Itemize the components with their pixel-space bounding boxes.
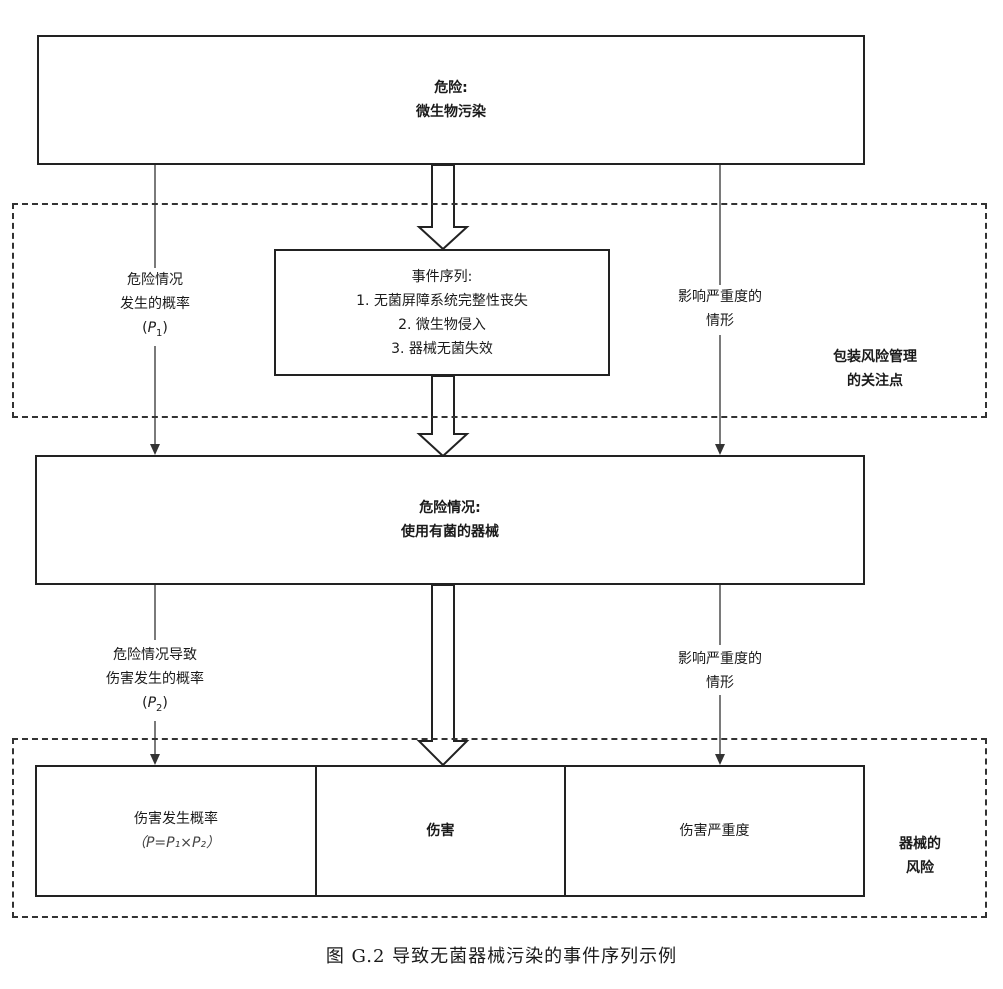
event-sequence-item-1: 1. 无菌屏障系统完整性丧失 bbox=[356, 292, 528, 309]
harm-probability-formula: （P=P₁×P₂） bbox=[131, 835, 220, 851]
hollow-arrow-3 bbox=[416, 584, 470, 767]
hazardous-situation-value: 使用有菌的器械 bbox=[401, 524, 499, 540]
severity-factors-label-2-line2: 情形 bbox=[706, 675, 734, 691]
right-arrowhead-upper bbox=[715, 444, 725, 455]
figure-caption: 图 G.2 导致无菌器械污染的事件序列示例 bbox=[325, 946, 678, 967]
right-arrowhead-lower bbox=[715, 754, 725, 765]
harm-severity-cell: 伤害严重度 bbox=[564, 765, 865, 897]
probability-label-1: 危险情况 发生的概率 (P1) bbox=[85, 268, 225, 346]
probability-label-2-line1: 危险情况导致 bbox=[113, 647, 197, 663]
probability-label-1-line1: 危险情况 bbox=[127, 272, 183, 288]
hazard-value: 微生物污染 bbox=[416, 104, 486, 120]
event-sequence-item-2: 2. 微生物侵入 bbox=[398, 316, 486, 333]
hazardous-situation-box: 危险情况: 使用有菌的器械 bbox=[35, 455, 865, 585]
packaging-focus-line1: 包装风险管理 bbox=[833, 349, 917, 365]
event-sequence-title: 事件序列: bbox=[411, 268, 473, 285]
device-risk-line2: 风险 bbox=[906, 860, 934, 876]
severity-factors-label-1: 影响严重度的 情形 bbox=[650, 285, 790, 333]
probability-label-2: 危险情况导致 伤害发生的概率 (P2) bbox=[80, 643, 230, 721]
severity-factors-label-1-line1: 影响严重度的 bbox=[678, 289, 762, 305]
event-sequence-item-3: 3. 器械无菌失效 bbox=[391, 340, 493, 357]
packaging-focus-line2: 的关注点 bbox=[847, 373, 903, 389]
device-risk-label: 器械的 风险 bbox=[870, 832, 970, 880]
harm-severity-label: 伤害严重度 bbox=[679, 823, 750, 839]
hazard-box: 危险: 微生物污染 bbox=[37, 35, 865, 165]
harm-probability-cell: 伤害发生概率 （P=P₁×P₂） bbox=[35, 765, 317, 897]
severity-factors-label-1-line2: 情形 bbox=[706, 313, 734, 329]
left-arrowhead-lower bbox=[150, 754, 160, 765]
harm-label: 伤害 bbox=[426, 823, 455, 839]
severity-factors-label-2: 影响严重度的 情形 bbox=[650, 647, 790, 695]
severity-factors-label-2-line1: 影响严重度的 bbox=[678, 651, 762, 667]
device-risk-region bbox=[12, 738, 987, 918]
probability-label-2-line2: 伤害发生的概率 bbox=[106, 671, 204, 687]
packaging-focus-region bbox=[12, 203, 987, 418]
event-sequence-box: 事件序列: 1. 无菌屏障系统完整性丧失 2. 微生物侵入 3. 器械无菌失效 bbox=[274, 249, 610, 376]
left-arrowhead-upper bbox=[150, 444, 160, 455]
harm-cell: 伤害 bbox=[315, 765, 566, 897]
probability-label-1-line2: 发生的概率 bbox=[120, 296, 190, 312]
harm-probability-label: 伤害发生概率 bbox=[134, 811, 218, 827]
hazardous-situation-title: 危险情况: bbox=[419, 500, 481, 516]
probability-label-2-symbol: (P2) bbox=[142, 695, 168, 714]
packaging-focus-label: 包装风险管理 的关注点 bbox=[810, 345, 940, 393]
hollow-arrow-1 bbox=[416, 164, 470, 251]
device-risk-line1: 器械的 bbox=[899, 836, 941, 852]
hazard-title: 危险: bbox=[434, 80, 468, 96]
probability-label-1-symbol: (P1) bbox=[142, 320, 168, 339]
